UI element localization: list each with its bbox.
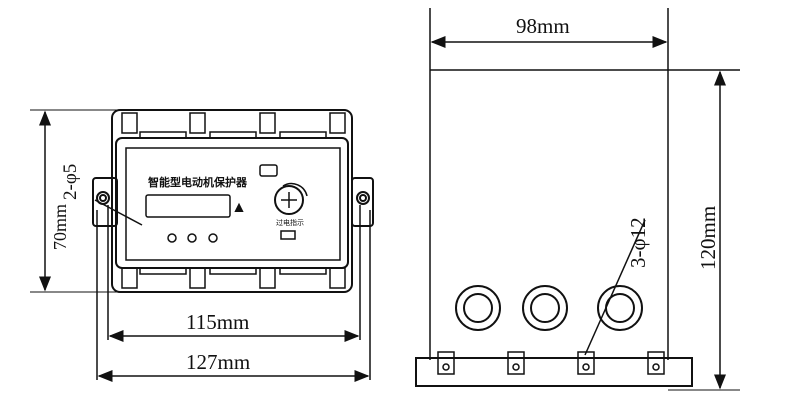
outer-width-dim: 127mm — [186, 350, 251, 374]
height-dim-front: 70mm — [50, 203, 70, 250]
side-height-dim: 120mm — [696, 205, 720, 270]
side-width-dim: 98mm — [516, 14, 570, 38]
mount-hole-label: 2-φ5 — [60, 163, 81, 200]
device-label: 智能型电动机保护器 — [148, 177, 247, 189]
inner-width-dim: 115mm — [186, 310, 250, 334]
indicator-label: 过电指示 — [276, 219, 304, 227]
side-view — [415, 8, 740, 391]
hole-label: 3-φ12 — [626, 217, 650, 268]
front-view — [30, 109, 374, 382]
